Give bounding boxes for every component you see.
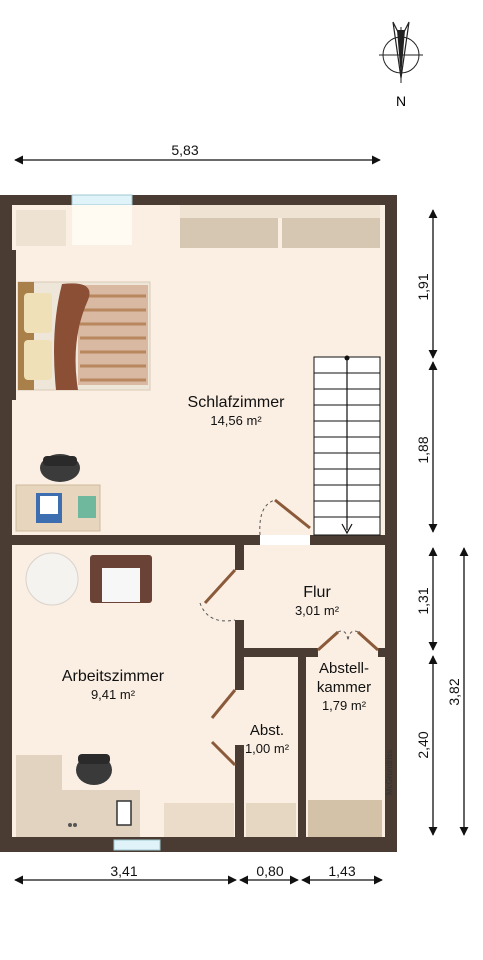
wall-left-stub	[0, 372, 14, 386]
wall-vertical-arbeitszimmer-top	[235, 545, 244, 570]
wall-horizontal-mid-right	[310, 535, 385, 545]
desk-upper-icon	[15, 454, 101, 532]
compass-icon	[379, 21, 423, 83]
dim-right-1: 1,91	[415, 273, 431, 300]
bed-icon	[17, 281, 151, 391]
shelf-abst	[246, 803, 296, 837]
wall-horizontal-mid-left	[12, 535, 260, 545]
door-schlafzimmer[interactable]	[259, 498, 311, 536]
wall-left	[0, 195, 12, 852]
wall-vertical-arbeitszimmer-mid	[235, 620, 244, 690]
window-light-area	[72, 205, 132, 245]
door-arbeitszimmer[interactable]	[199, 568, 237, 622]
room-area-arbeitszimmer: 9,41 m²	[91, 687, 136, 702]
wardrobe-right	[282, 218, 380, 248]
room-name-abst: Abst.	[250, 722, 284, 739]
room-name-schlafzimmer: Schlafzimmer	[188, 394, 286, 411]
wall-bottom	[0, 837, 397, 852]
window-top	[71, 194, 133, 206]
wall-horizontal-abstellkammer-right	[378, 648, 385, 657]
room-name-abstellkammer-2: kammer	[317, 679, 371, 696]
compass-label: N	[396, 93, 406, 109]
watermark: McGrundriss	[385, 750, 394, 795]
dim-right-outer: 3,82	[446, 678, 462, 705]
desk-lower-icon	[16, 754, 140, 837]
dim-bottom-2: 0,80	[256, 863, 283, 879]
wall-horizontal-abstellkammer-left	[306, 648, 318, 657]
room-area-abstellkammer: 1,79 m²	[322, 698, 367, 713]
dim-top: 5,83	[171, 142, 198, 158]
round-table-icon	[25, 552, 79, 606]
wall-right	[385, 195, 397, 852]
door-abstellkammer[interactable]	[316, 630, 380, 652]
wardrobe-top-fade	[180, 205, 380, 218]
wall-vertical-abst-right	[298, 657, 306, 837]
shelf-arbeitszimmer	[164, 803, 234, 837]
wall-top	[0, 195, 397, 205]
wall-horizontal-flur	[244, 648, 306, 657]
dim-right-2: 1,88	[415, 436, 431, 463]
room-area-schlafzimmer: 14,56 m²	[210, 413, 262, 428]
wall-vertical-arbeitszimmer-bottom	[235, 745, 244, 837]
wardrobe-left	[180, 218, 278, 248]
wall-left-notch	[12, 250, 16, 400]
room-area-abst: 1,00 m²	[245, 741, 290, 756]
door-abst[interactable]	[210, 689, 237, 767]
staircase	[313, 355, 381, 536]
wardrobe-left-top-area	[16, 210, 66, 246]
dim-right-3: 1,31	[415, 587, 431, 614]
dim-bottom-1: 3,41	[110, 863, 137, 879]
window-bottom	[113, 839, 161, 851]
shelf-abstellkammer	[308, 800, 382, 837]
room-name-arbeitszimmer: Arbeitszimmer	[62, 668, 165, 685]
dim-right-4: 2,40	[415, 731, 431, 758]
room-area-flur: 3,01 m²	[295, 603, 340, 618]
dim-bottom-3: 1,43	[328, 863, 355, 879]
floor-lower	[12, 545, 385, 837]
room-name-abstellkammer-1: Abstell-	[319, 660, 369, 677]
armchair-icon	[90, 555, 152, 603]
room-name-flur: Flur	[303, 584, 331, 601]
